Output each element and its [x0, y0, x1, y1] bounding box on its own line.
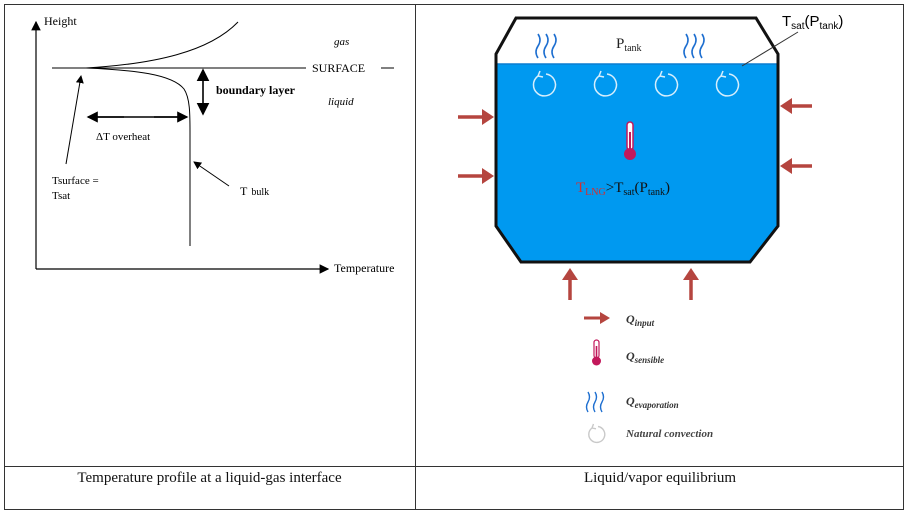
gas-label: gas	[334, 36, 349, 48]
column-divider	[415, 4, 416, 510]
convection-icon	[654, 70, 679, 97]
heat-input-arrow	[780, 98, 812, 114]
evaporation-icon	[683, 33, 705, 59]
tlng-condition-label: TLNG>Tsat(Ptank)	[576, 180, 670, 198]
liquid-label: liquid	[328, 96, 354, 108]
thermometer-icon	[592, 339, 601, 366]
convection-icon	[532, 70, 557, 97]
legend-item-sensible: Qsensible	[626, 349, 664, 365]
convection-icon	[588, 423, 606, 444]
convection-icon	[715, 70, 740, 97]
boundary-layer-label: boundary layer	[216, 83, 296, 97]
evaporation-icon	[585, 391, 605, 413]
left-caption: Temperature profile at a liquid-gas inte…	[77, 470, 342, 486]
gas-temperature-curve	[85, 21, 239, 69]
tsurface-label-line2: Tsat	[52, 190, 70, 202]
heat-input-arrow	[683, 268, 699, 300]
delta-t-label: ΔT overheat	[96, 131, 150, 143]
liquid-vapor-diagram: Tsat(Ptank) Ptank TLNG>Tsat(Ptank)	[458, 13, 843, 444]
x-axis-label: Temperature	[334, 261, 394, 275]
tsat-label: Tsat(Ptank)	[782, 13, 843, 32]
thermometer-icon	[624, 121, 636, 160]
heat-input-arrow	[458, 168, 494, 184]
tsurface-pointer	[65, 75, 84, 165]
arrow-icon	[584, 312, 610, 324]
tsurface-label-line1: Tsurface =	[52, 175, 99, 187]
evaporation-icon	[535, 33, 557, 59]
right-caption: Liquid/vapor equilibrium	[583, 470, 737, 486]
liquid-temperature-curve	[85, 67, 191, 246]
legend-item-input: Qinput	[626, 312, 655, 328]
figure-frame	[4, 4, 904, 510]
tank-liquid	[496, 64, 778, 262]
heat-input-arrow	[562, 268, 578, 300]
y-axis-label: Height	[44, 14, 77, 28]
temperature-profile-diagram: Height Temperature SURFACE gas liquid bo…	[31, 14, 394, 275]
legend-item-evaporation: Qevaporation	[626, 394, 679, 410]
legend-item-convection: Natural convection	[625, 428, 713, 440]
surface-label: SURFACE	[312, 61, 365, 75]
tsat-pointer	[741, 31, 799, 67]
tank-outline	[494, 16, 780, 264]
convection-icon	[593, 70, 618, 97]
ptank-label: Ptank	[616, 36, 642, 54]
heat-input-arrow	[458, 109, 494, 125]
caption-divider	[4, 466, 904, 467]
heat-input-arrow	[780, 158, 812, 174]
legend: Qinput Qsensible Qevaporation Natural co…	[584, 312, 713, 444]
tbulk-pointer	[193, 161, 230, 187]
